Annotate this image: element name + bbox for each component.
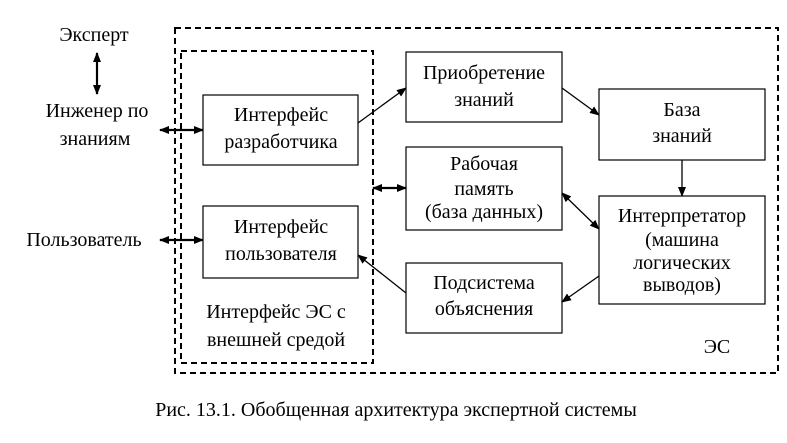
interface-boundary	[180, 50, 374, 364]
acquisition-line1: Приобретение	[423, 62, 545, 84]
acquisition-line2: знаний	[454, 89, 514, 111]
user-label: Пользователь	[26, 229, 141, 251]
working-memory-line2: память	[454, 178, 513, 200]
interpreter-line4: выводов)	[643, 274, 721, 296]
interpreter-box	[598, 195, 766, 305]
explanation-line1: Подсистема	[433, 272, 535, 294]
knowledge-base-line2: знаний	[652, 125, 712, 147]
interface-es-label-line1: Интерфейс ЭС с	[206, 301, 346, 323]
user-interface-box	[202, 205, 359, 279]
interpreter-explanation-arrow	[561, 275, 600, 303]
es-label: ЭС	[704, 336, 731, 358]
user-interface-line1: Интерфейс	[234, 216, 328, 238]
acquisition-kb-arrow	[561, 87, 600, 116]
interpreter-line1: Интерпретатор	[618, 205, 746, 227]
interpreter-line2: (машина	[645, 229, 719, 251]
dev-interface-line2: разработчика	[224, 131, 337, 153]
es-boundary	[174, 27, 779, 374]
expert-label: Эксперт	[59, 24, 129, 46]
knowledge-base-line1: База	[663, 99, 700, 121]
explanation-line2: объяснения	[435, 298, 533, 320]
knowledge-base-box	[598, 88, 766, 161]
dev-interface-line1: Интерфейс	[234, 104, 328, 126]
working-memory-line3: (база данных)	[425, 201, 543, 223]
engineer-label-line2: знаниям	[60, 128, 131, 150]
engineer-label-line1: Инженер по	[46, 100, 149, 122]
memory-interpreter-arrow	[561, 192, 600, 230]
explanation-user-arrow	[357, 254, 407, 294]
working-memory-line1: Рабочая	[450, 153, 518, 175]
user-interface-line2: пользователя	[225, 243, 337, 265]
figure-caption: Рис. 13.1. Обобщенная архитектура экспер…	[155, 399, 637, 421]
interface-es-label-line2: внешней средой	[207, 329, 345, 351]
interpreter-line3: логических	[633, 252, 731, 274]
acquisition-box	[405, 51, 563, 123]
dev-acquisition-arrow	[357, 87, 407, 124]
